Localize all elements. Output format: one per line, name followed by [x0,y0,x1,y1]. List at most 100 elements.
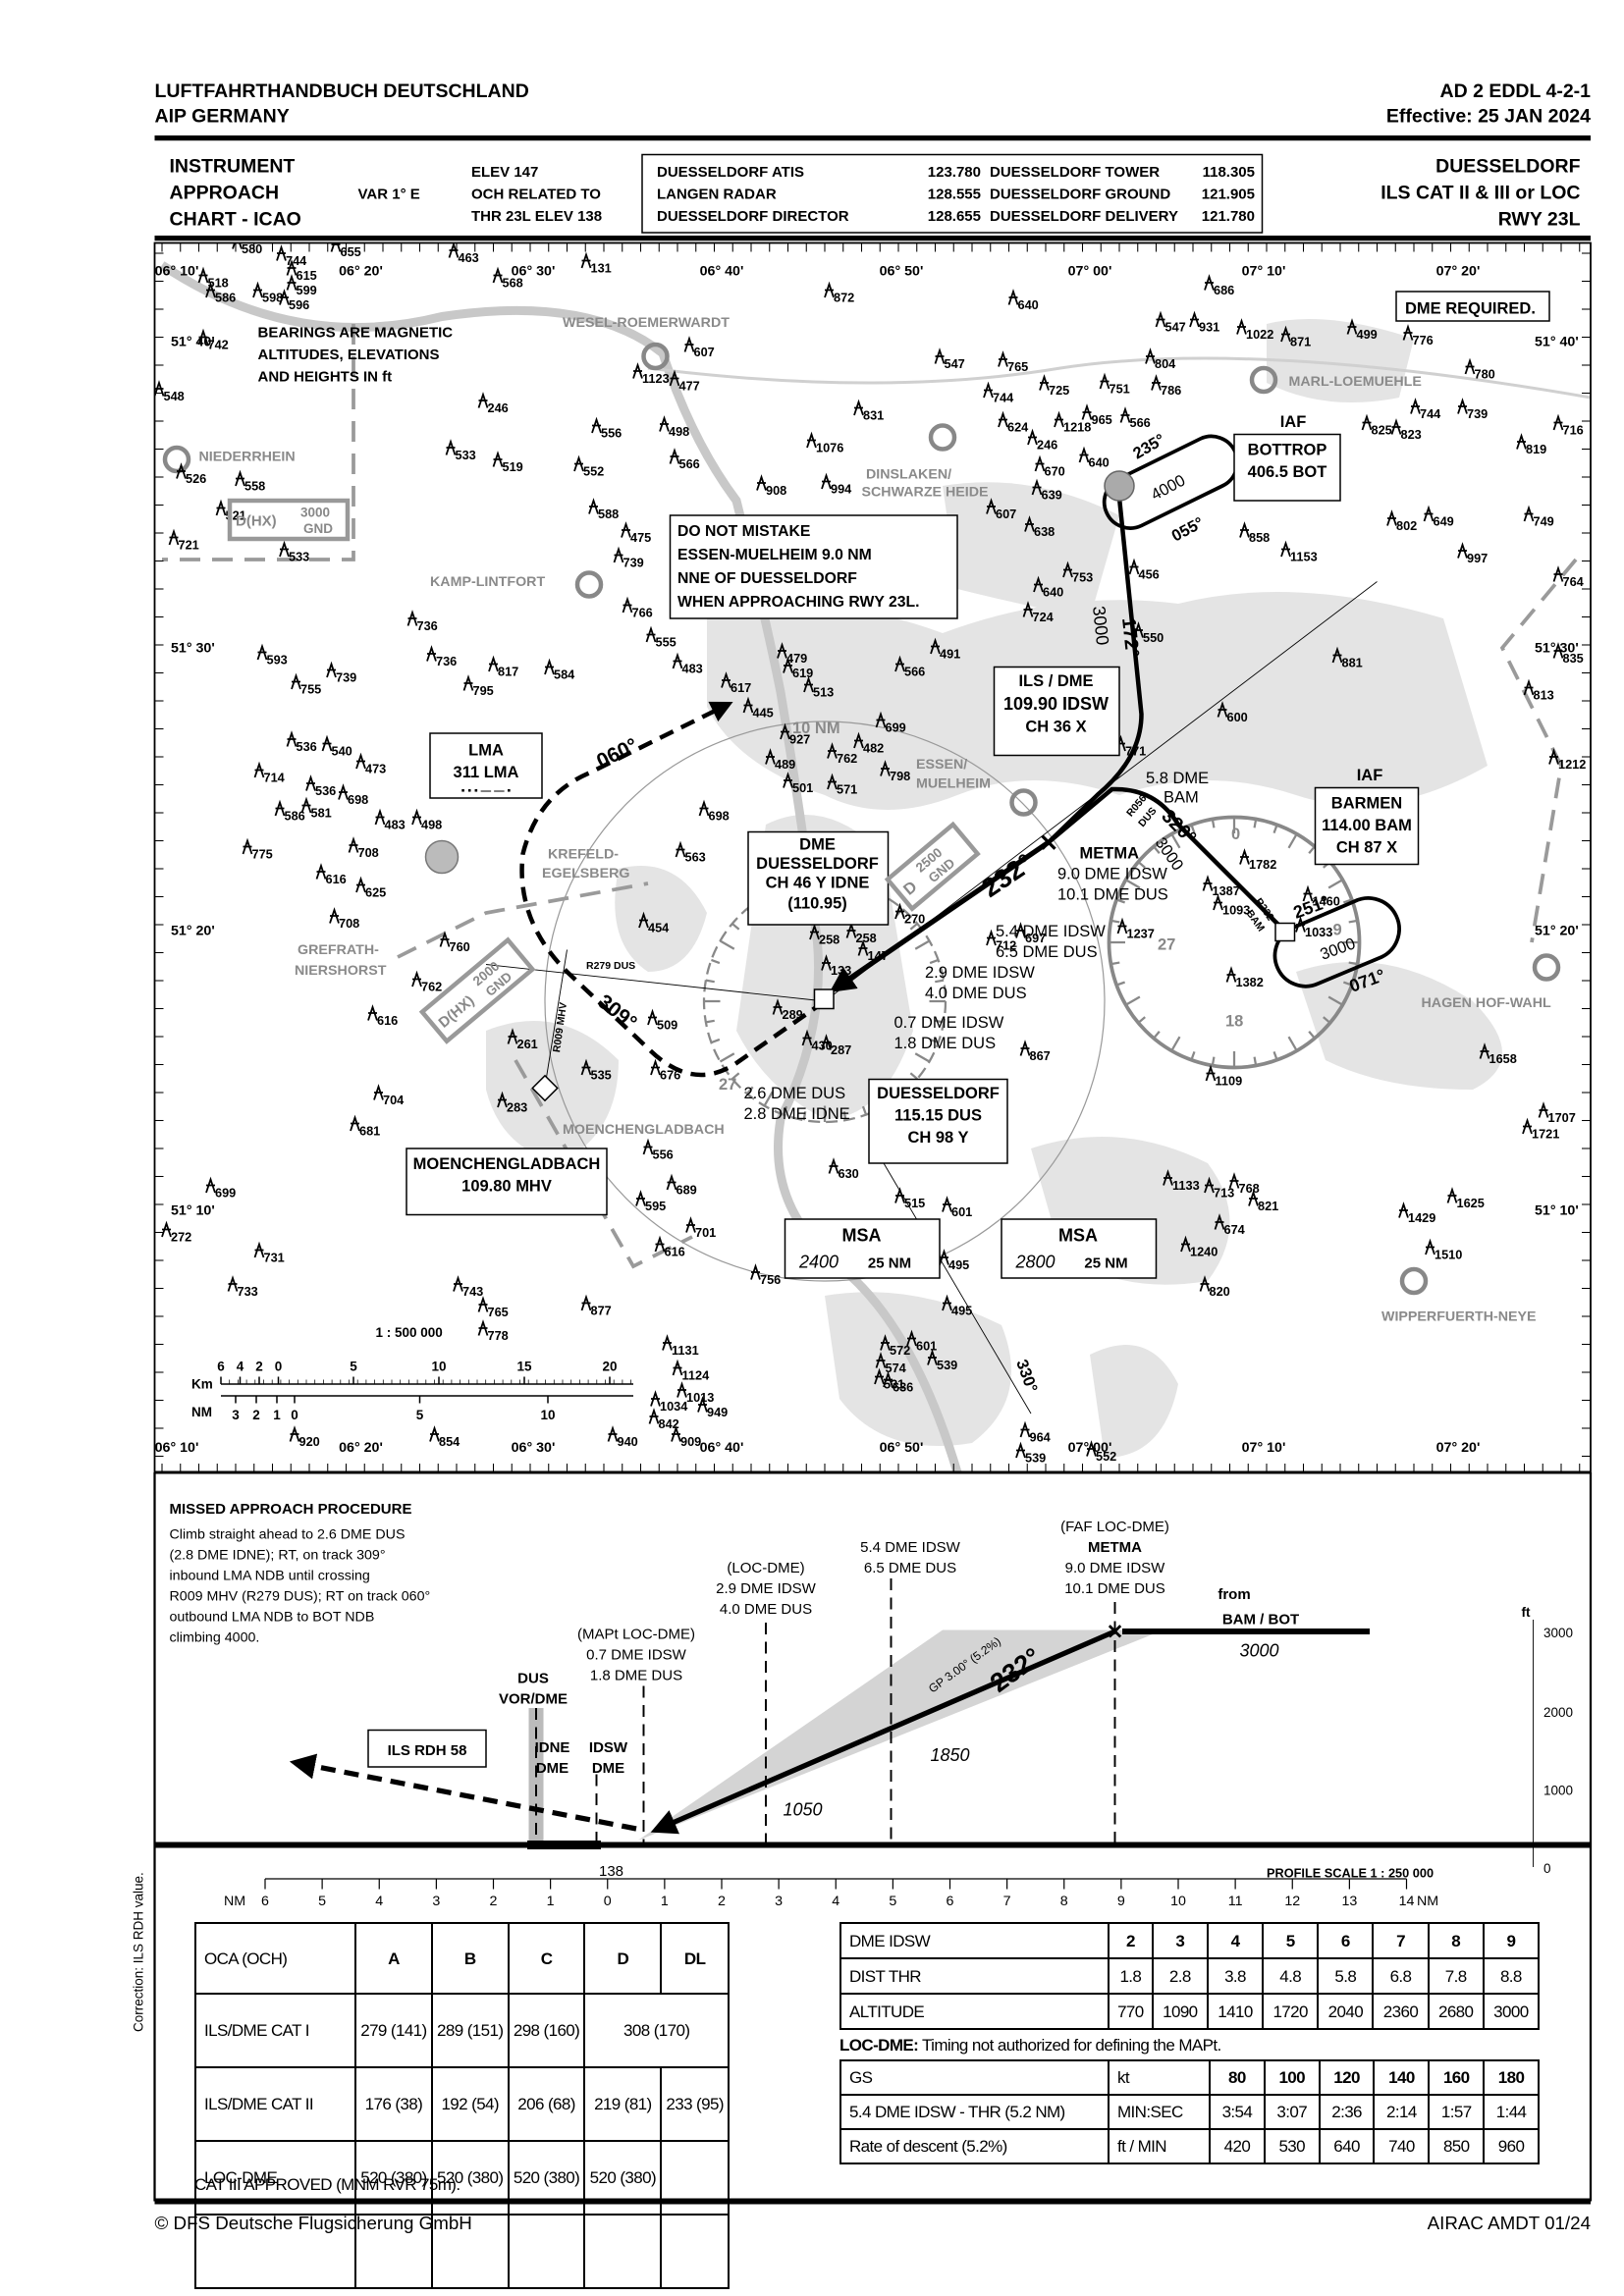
longitude-label: 06° 10' [155,264,199,280]
obstacle-icon [821,472,832,490]
obstacle-elevation: 704 [383,1093,405,1107]
profile-fix-lines [535,1578,1116,1845]
obstacle-elevation: 1658 [1489,1051,1517,1066]
place-names: WESEL-ROEMERWARDT NIEDERRHEIN KAMP-LINTF… [199,315,1551,1325]
table-cell: 850 [1428,2128,1486,2164]
faf-dist: 9.0 DME IDSW [1065,1560,1166,1576]
latitude-label: 51° 40' [1535,335,1579,350]
table-cell: DME IDSW [839,1922,1110,1959]
obstacle-icon [253,1241,265,1258]
obstacle-icon [880,760,891,776]
obstacle-elevation: 482 [863,741,884,756]
from-alt: 3000 [1239,1641,1278,1661]
obstacle-elevation: 556 [601,426,622,441]
obstacle-elevation: 708 [358,845,379,860]
obstacle-icon [613,546,624,563]
obstacle-elevation: 630 [839,1166,859,1181]
latitude-label: 51° 40' [171,335,215,350]
rose-label: 27 [1158,936,1175,954]
obstacle-elevation: 775 [252,847,273,862]
obstacle-elevation: 598 [262,291,283,305]
bam-name: BARMEN [1331,795,1402,813]
longitude-label: 06° 30' [512,264,556,280]
lma-box [429,732,543,799]
longitude-label: 06° 50' [880,1440,924,1456]
obstacle-elevation: 586 [215,291,236,305]
frequency-box [641,153,1264,234]
obstacle-elevation: 526 [186,471,206,486]
nm-tick: 10 [1170,1894,1186,1909]
map-line: R009 MHV (R279 DUS); RT on track 060° [170,1589,431,1605]
bot-inbound-track [1047,497,1144,844]
obstacle-icon [1302,884,1314,902]
longitude-label: 06° 30' [512,1440,556,1456]
obstacle-elevation: 1022 [1246,327,1273,342]
obstacle-icon [685,1216,696,1233]
obstacle-icon [274,799,286,817]
table-cell: 9 [1482,1922,1541,1959]
obstacle-icon [286,730,298,747]
obstacle-elevation: 489 [775,757,795,772]
obstacle-icon [321,734,333,752]
obstacle-elevation: 1625 [1457,1196,1485,1210]
nm-tick: 0 [604,1894,612,1909]
fix-labels: METMA 9.0 DME IDSW 10.1 DME DUS 5.8 DME … [744,770,1210,1123]
table-cell: 2.8 [1151,1957,1209,1995]
bam-freq: 114.00 BAM [1322,817,1412,834]
obstacle-elevation: 556 [653,1148,674,1162]
cat-d: D [583,1922,663,1995]
obstacle-icon [803,675,814,693]
ft-tick: 1000 [1543,1784,1573,1798]
obstacle-icon [697,1396,708,1413]
obstacle-icon [1410,398,1421,414]
obstacle-elevation: 555 [656,635,677,650]
obstacle-icon [721,671,731,688]
graticule-labels: 06° 10'06° 10'06° 20'06° 20'06° 30'06° 3… [155,264,1579,1457]
idsw-label: DME [592,1760,624,1777]
obstacle-elevation: 640 [1089,455,1110,470]
obstacle-elevation: 593 [267,653,288,667]
table-cell: 530 [1263,2128,1321,2164]
obstacle-icon [1280,325,1291,343]
latitude-label: 51° 20' [171,924,215,939]
obstacle-elevation: 552 [1096,1449,1116,1464]
obstacle-icon [227,1275,239,1292]
obstacle-icon [426,645,437,662]
obstacle-elevation: 778 [488,1328,509,1343]
obstacle-elevation: 762 [421,980,442,994]
table-cell: ft / MIN [1108,2128,1211,2164]
obstacle-elevation: 547 [1165,320,1186,335]
oca-cell: 219 (81) [583,2066,663,2142]
table-cell: 1090 [1151,1993,1209,2030]
dme-name: DUESSELDORF [756,855,879,873]
obstacle-icon [666,1173,677,1191]
obstacle-elevation: 596 [289,297,309,312]
obstacle-icon [750,1263,761,1280]
table-cell: 140 [1373,2059,1431,2096]
obstacle-icon [497,1091,508,1108]
loc-note-text: Timing not authorized for defining the M… [918,2036,1221,2055]
obstacle-icon [765,748,776,765]
table-cell: 6 [1317,1922,1375,1959]
obstacle-icon [580,251,592,269]
table-cell: 740 [1373,2128,1431,2164]
obstacle-icon [1155,310,1166,328]
obstacle-elevation: 640 [1018,297,1039,312]
obstacle-icon [1039,374,1050,391]
obstacle-elevation: 949 [707,1405,728,1419]
obstacle-elevation: 755 [300,682,321,697]
obstacle-icon [894,902,905,920]
cat-dl: DL [660,1922,730,1995]
table-cell: 2:36 [1318,2094,1376,2130]
nm-tick: 6 [261,1894,269,1909]
obstacle-elevation: 764 [1563,574,1585,589]
obstacle-icon [1081,403,1093,420]
table-cell: 1:57 [1428,2094,1486,2130]
obstacle-elevation: 289 [783,1007,803,1022]
table-cell: 960 [1483,2128,1540,2164]
obstacle-icon [1145,347,1156,364]
obstacle-icon [983,381,994,399]
oca-cell: 279 (141) [354,1993,433,2068]
